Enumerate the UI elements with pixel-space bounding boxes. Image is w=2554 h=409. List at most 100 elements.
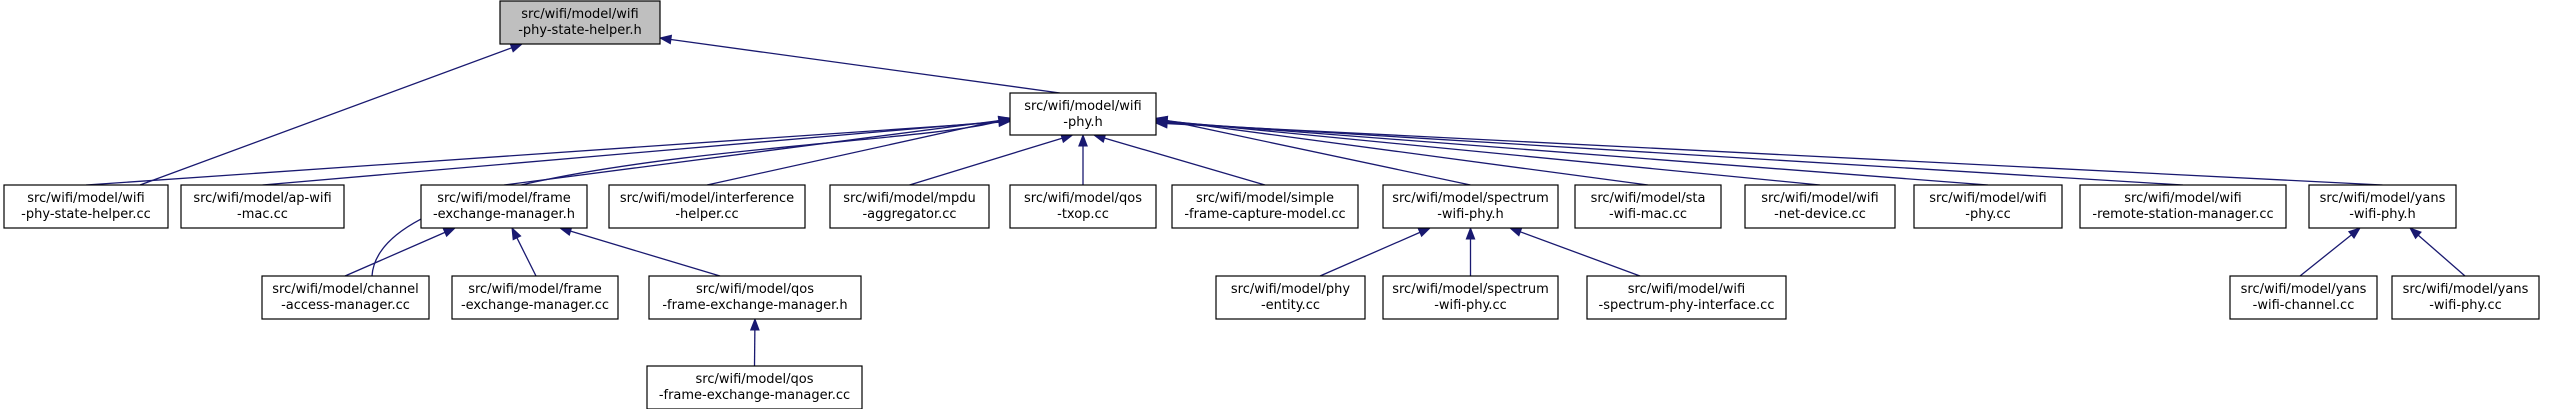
edge-frame-exchange-manager-h-to-wifi-phy-h-line [503, 119, 1000, 186]
node-box [2079, 184, 2287, 229]
node-wifi-net-device-cc[interactable]: src/wifi/model/wifi-net-device.cc [1744, 184, 1896, 229]
edge-yans-wifi-phy-h-to-wifi-phy-h [1154, 118, 2383, 186]
edge-yans-wifi-phy-h-to-wifi-phy-h-line [1166, 123, 2383, 186]
node-box [829, 184, 990, 229]
node-label-line: src/wifi/model/wifi [27, 191, 144, 206]
edge-phy-entity-cc-to-spectrum-wifi-phy-h-arrowhead [1417, 227, 1432, 238]
node-label-line: -spectrum-phy-interface.cc [1599, 298, 1775, 313]
node-box [180, 184, 345, 229]
edge-phy-entity-cc-to-spectrum-wifi-phy-h-line [1319, 231, 1421, 277]
node-box [608, 184, 806, 229]
edge-wifi-phy-state-helper-cc-to-wifi-phy-h-line [85, 121, 1000, 186]
node-label-line: -frame-exchange-manager.cc [659, 388, 850, 403]
node-box [2229, 275, 2378, 320]
edge-wifi-phy-state-helper-cc-to-wifi-phy-h [85, 117, 1012, 186]
node-label-line: -wifi-phy.h [1437, 207, 1504, 222]
edge-simple-frame-capture-model-cc-to-wifi-phy-h [1092, 133, 1266, 186]
node-yans-wifi-phy-cc[interactable]: src/wifi/model/yans-wifi-phy.cc [2391, 275, 2540, 320]
edge-qos-txop-cc-to-wifi-phy-h-arrowhead [1078, 133, 1088, 147]
node-simple-frame-capture-model-cc[interactable]: src/wifi/model/simple-frame-capture-mode… [1171, 184, 1359, 229]
edge-wifi-phy-h-to-wifi-phy-state-helper-h-arrowhead [658, 34, 673, 45]
node-label-line: src/wifi/model/wifi [1761, 191, 1878, 206]
edge-channel-access-manager-cc-to-frame-exchange-manager-h [344, 227, 457, 277]
node-box [451, 275, 619, 320]
node-label-line: -exchange-manager.h [433, 207, 575, 222]
node-label-line: -access-manager.cc [281, 298, 410, 313]
node-frame-exchange-manager-h[interactable]: src/wifi/model/frame-exchange-manager.h [420, 184, 588, 229]
node-frame-exchange-manager-cc[interactable]: src/wifi/model/frame-exchange-manager.cc [451, 275, 619, 320]
edge-channel-access-manager-cc-to-frame-exchange-manager-h-line [344, 231, 446, 277]
node-label-line: src/wifi/model/spectrum [1392, 191, 1549, 206]
node-qos-frame-exchange-manager-h[interactable]: src/wifi/model/qos-frame-exchange-manage… [648, 275, 862, 320]
node-label-line: src/wifi/model/channel [272, 282, 418, 297]
node-label-line: src/wifi/model/qos [696, 282, 814, 297]
edge-yans-wifi-channel-cc-to-yans-wifi-phy-h-line [2299, 234, 2352, 277]
node-qos-frame-exchange-manager-cc[interactable]: src/wifi/model/qos-frame-exchange-manage… [646, 365, 863, 409]
edges-layer [85, 34, 2466, 367]
node-label-line: -wifi-channel.cc [2253, 298, 2355, 313]
node-wifi-spectrum-phy-interface-cc[interactable]: src/wifi/model/wifi-spectrum-phy-interfa… [1586, 275, 1787, 320]
edge-wifi-phy-h-to-wifi-phy-state-helper-h [658, 34, 1061, 94]
edge-frame-exchange-manager-cc-to-frame-exchange-manager-h-arrowhead [511, 226, 522, 241]
node-box [648, 275, 862, 320]
node-box [1382, 184, 1559, 229]
node-mpdu-aggregator-cc[interactable]: src/wifi/model/mpdu-aggregator.cc [829, 184, 990, 229]
edge-wifi-spectrum-phy-interface-cc-to-spectrum-wifi-phy-h-arrowhead [1508, 227, 1523, 237]
node-sta-wifi-mac-cc[interactable]: src/wifi/model/sta-wifi-mac.cc [1574, 184, 1722, 229]
node-interference-helper-cc[interactable]: src/wifi/model/interference-helper.cc [608, 184, 806, 229]
node-label-line: -exchange-manager.cc [461, 298, 609, 313]
node-wifi-phy-cc[interactable]: src/wifi/model/wifi-phy.cc [1913, 184, 2063, 229]
edge-spectrum-wifi-phy-h-to-wifi-phy-h-line [1166, 119, 1471, 186]
edge-qos-frame-exchange-manager-h-to-frame-exchange-manager-h-line [570, 230, 721, 277]
node-label-line: -aggregator.cc [862, 207, 956, 222]
node-label-line: -helper.cc [675, 207, 738, 222]
node-spectrum-wifi-phy-cc[interactable]: src/wifi/model/spectrum-wifi-phy.cc [1382, 275, 1559, 320]
node-label-line: -remote-station-manager.cc [2092, 207, 2273, 222]
node-spectrum-wifi-phy-h[interactable]: src/wifi/model/spectrum-wifi-phy.h [1382, 184, 1559, 229]
edge-yans-wifi-phy-cc-to-yans-wifi-phy-h [2408, 227, 2466, 277]
edge-ap-wifi-mac-cc-to-wifi-phy-h [262, 116, 1012, 186]
edge-wifi-phy-state-helper-cc-to-wifi-phy-state-helper-h [139, 43, 524, 186]
node-label-line: -wifi-phy.cc [2429, 298, 2502, 313]
node-box [1586, 275, 1787, 320]
node-label-line: -frame-exchange-manager.h [662, 298, 847, 313]
edge-ap-wifi-mac-cc-to-wifi-phy-h-line [262, 120, 1000, 186]
node-label-line: src/wifi/model/spectrum [1392, 282, 1549, 297]
node-yans-wifi-phy-h[interactable]: src/wifi/model/yans-wifi-phy.h [2308, 184, 2457, 229]
node-label-line: -phy-state-helper.h [518, 23, 642, 38]
node-label-line: src/wifi/model/mpdu [843, 191, 975, 206]
node-label-line: src/wifi/model/wifi [2124, 191, 2241, 206]
edge-channel-access-manager-cc-to-wifi-phy-h-line [371, 120, 1000, 277]
node-box [2308, 184, 2457, 229]
edge-wifi-phy-state-helper-cc-to-wifi-phy-state-helper-h-line [139, 47, 512, 186]
node-box [1744, 184, 1896, 229]
nodes-layer: src/wifi/model/wifi-phy-state-helper.hsr… [3, 0, 2540, 409]
edge-qos-txop-cc-to-wifi-phy-h [1078, 133, 1088, 185]
node-label-line: src/wifi/model/yans [2403, 282, 2529, 297]
edge-channel-access-manager-cc-to-wifi-phy-h-arrowhead [997, 116, 1012, 126]
node-label-line: -entity.cc [1261, 298, 1320, 313]
edge-simple-frame-capture-model-cc-to-wifi-phy-h-line [1104, 137, 1266, 186]
edge-yans-wifi-channel-cc-to-yans-wifi-phy-h [2299, 227, 2362, 277]
node-label-line: src/wifi/model/frame [437, 191, 571, 206]
node-yans-wifi-channel-cc[interactable]: src/wifi/model/yans-wifi-channel.cc [2229, 275, 2378, 320]
node-box [1382, 275, 1559, 320]
node-ap-wifi-mac-cc[interactable]: src/wifi/model/ap-wifi-mac.cc [180, 184, 345, 229]
node-wifi-phy-state-helper-h[interactable]: src/wifi/model/wifi-phy-state-helper.h [499, 0, 661, 45]
node-wifi-phy-h[interactable]: src/wifi/model/wifi-phy.h [1009, 92, 1157, 136]
node-box [3, 184, 169, 229]
node-phy-entity-cc[interactable]: src/wifi/model/phy-entity.cc [1215, 275, 1366, 320]
node-label-line: -wifi-mac.cc [1609, 207, 1687, 222]
edge-yans-wifi-phy-cc-to-yans-wifi-phy-h-arrowhead [2408, 227, 2422, 240]
edge-wifi-spectrum-phy-interface-cc-to-spectrum-wifi-phy-h [1508, 227, 1641, 277]
edge-wifi-remote-station-manager-cc-to-wifi-phy-h [1154, 117, 2184, 186]
node-qos-txop-cc[interactable]: src/wifi/model/qos-txop.cc [1009, 184, 1157, 229]
node-channel-access-manager-cc[interactable]: src/wifi/model/channel-access-manager.cc [261, 275, 430, 320]
node-box [261, 275, 430, 320]
node-wifi-remote-station-manager-cc[interactable]: src/wifi/model/wifi-remote-station-manag… [2079, 184, 2287, 229]
edge-phy-entity-cc-to-spectrum-wifi-phy-h [1319, 227, 1432, 277]
node-wifi-phy-state-helper-cc[interactable]: src/wifi/model/wifi-phy-state-helper.cc [3, 184, 169, 229]
node-label-line: src/wifi/model/simple [1196, 191, 1334, 206]
node-label-line: -txop.cc [1057, 207, 1109, 222]
